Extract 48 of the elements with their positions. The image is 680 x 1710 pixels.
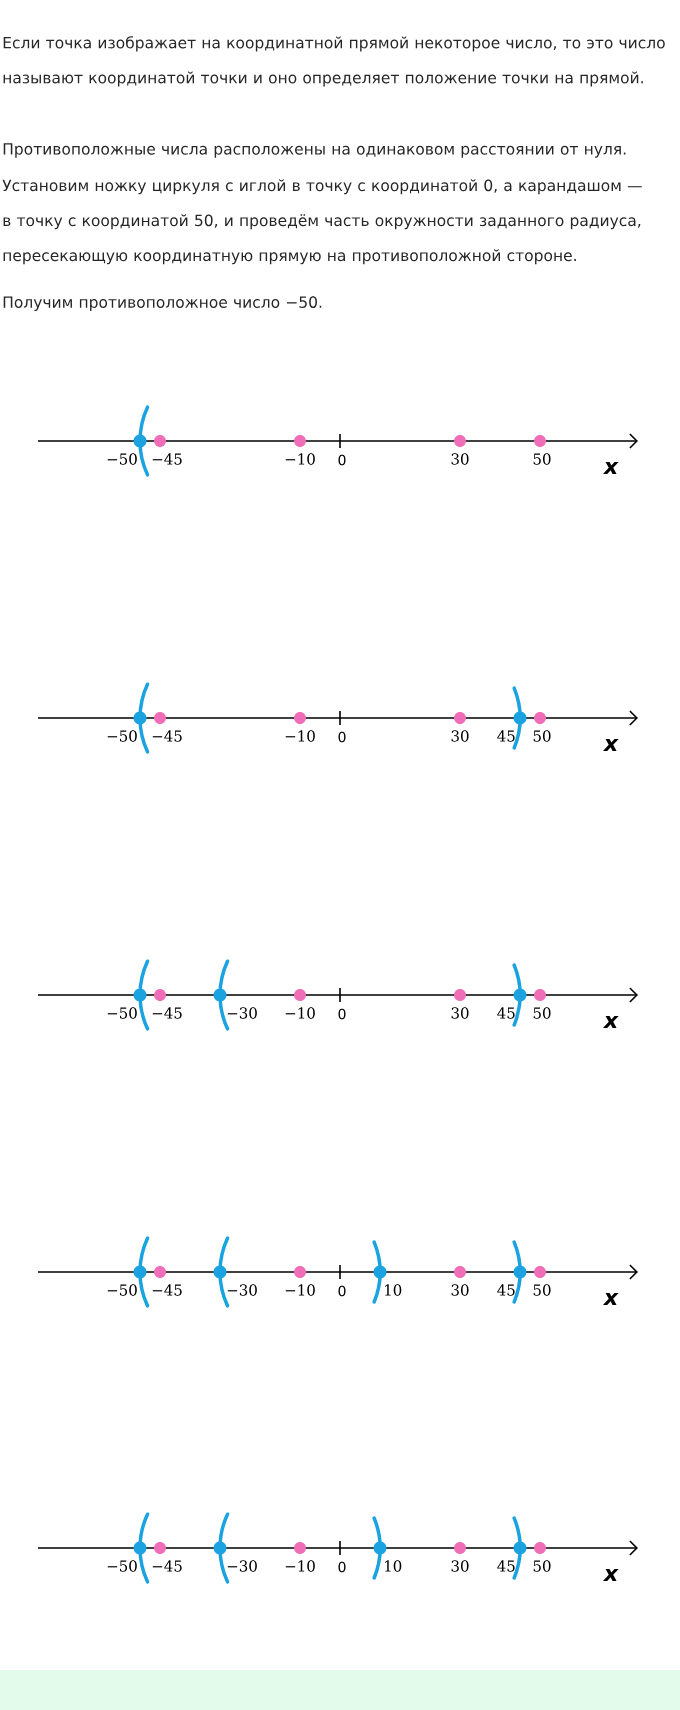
tick-label: −50 <box>107 1007 137 1019</box>
tick-label: −30 <box>227 1007 257 1019</box>
tick-label: 0 <box>338 731 346 743</box>
axis-label: x <box>603 462 619 474</box>
tick-label: 0 <box>338 454 346 466</box>
tick-label: −30 <box>227 1284 257 1296</box>
tick-label: −10 <box>285 1560 315 1572</box>
axis-label: x <box>603 1293 619 1306</box>
tick-label: 0 <box>338 1561 346 1573</box>
tick-label: 45 <box>497 1560 515 1572</box>
tick-label: 30 <box>451 1560 469 1572</box>
tick-label: −45 <box>152 1284 182 1296</box>
tick-label: −45 <box>152 453 182 465</box>
tick-label: −10 <box>285 453 315 465</box>
tick-label: −50 <box>107 453 137 465</box>
axis-label: x <box>603 1016 619 1029</box>
tick-label: −45 <box>152 730 182 742</box>
tick-label: 50 <box>533 1284 551 1296</box>
tick-label: −50 <box>107 730 137 742</box>
tick-label: 30 <box>451 730 469 742</box>
tick-label: 10 <box>385 1560 402 1572</box>
tick-label: −50 <box>107 1560 137 1572</box>
tick-label: 30 <box>451 1284 469 1296</box>
tick-label: 45 <box>497 1007 515 1019</box>
tick-label: 10 <box>385 1284 402 1296</box>
paragraph: Если точка изображает на координатной прямой некоторое число, то это число называют координатой точки и оно определяет положение точки на прямой. <box>3 36 665 87</box>
tick-label: −30 <box>227 1560 257 1572</box>
tick-label: 0 <box>338 1008 346 1020</box>
tick-label: 0 <box>338 1285 346 1297</box>
tick-label: −45 <box>152 1007 182 1019</box>
tick-label: −10 <box>285 1284 315 1296</box>
paragraph: Противоположные числа расположены на одинаковом расстоянии от нуля. <box>3 143 626 158</box>
tick-label: 45 <box>497 730 515 742</box>
tick-label: 30 <box>451 1007 469 1019</box>
tick-label: 30 <box>451 453 469 465</box>
axis-label: x <box>603 1569 619 1582</box>
tick-label: 45 <box>497 1284 515 1296</box>
tick-label: −10 <box>285 730 315 742</box>
tick-label: 50 <box>533 730 551 742</box>
tick-label: −10 <box>285 1007 315 1019</box>
tick-label: −50 <box>107 1284 137 1296</box>
paragraph: Получим противоположное число −50. <box>3 296 322 311</box>
tick-label: 50 <box>533 453 551 465</box>
tick-label: 50 <box>533 1007 551 1019</box>
axis-label: x <box>603 739 619 751</box>
paragraph: Установим ножку циркуля с иглой в точку с координатой 0, а карандашом — в точку с координатой 50, и проведём часть окружности заданного радиуса, пересекающую координатную прямую на противоположной стороне. <box>2 179 642 265</box>
tick-label: 50 <box>533 1560 551 1572</box>
tick-label: −45 <box>152 1560 182 1572</box>
